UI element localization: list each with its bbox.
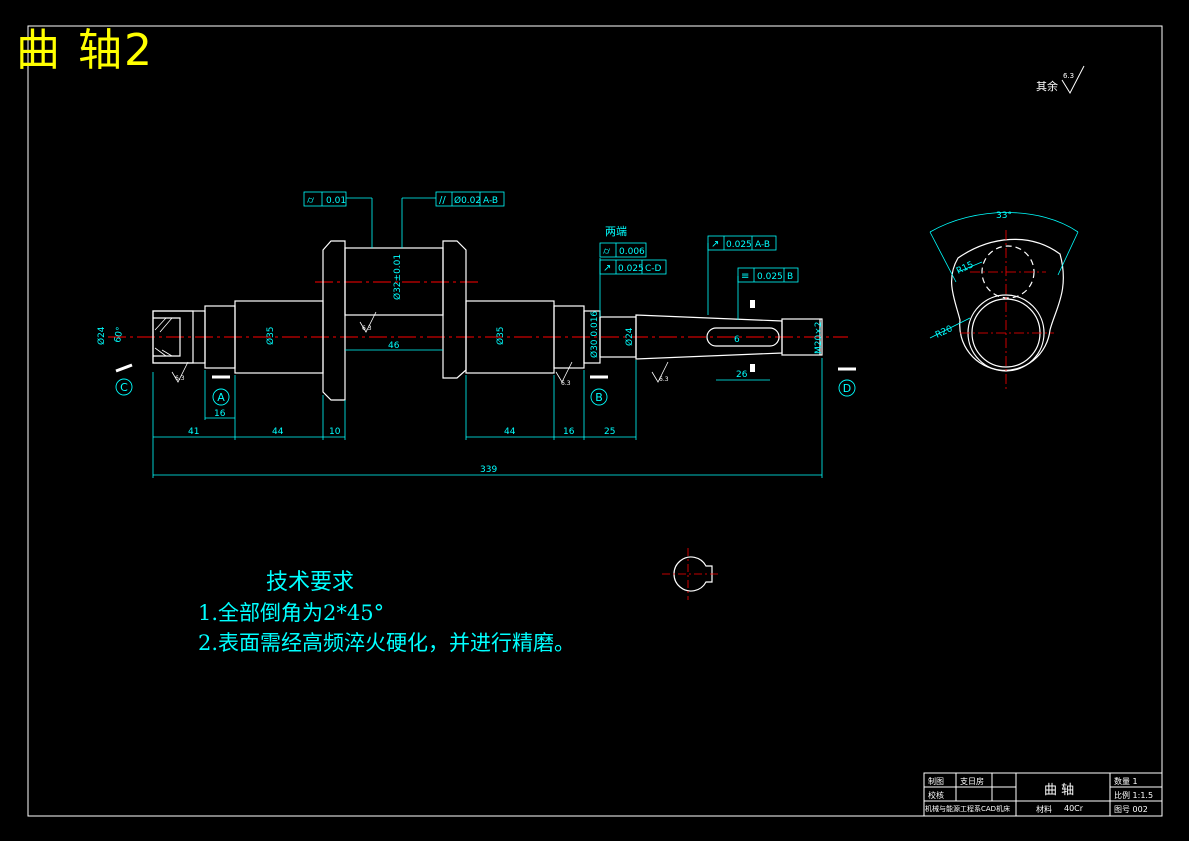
tol-2-value: Ø0.02 (454, 195, 481, 206)
web-view-dims (929, 212, 1079, 339)
crankshaft-profile (152, 240, 823, 401)
both-ends-note: 两端 (605, 225, 627, 238)
dim-crankpin: Ø32±0.01 (392, 254, 403, 300)
web-angle: 33° (996, 211, 1012, 221)
center-hole-hatch (154, 317, 173, 357)
datum-a: A (217, 391, 225, 404)
tb-scale: 比例 1:1.5 (1114, 791, 1154, 800)
title-block: 制图 支日房 校核 曲 轴 数量 1 比例 1:1.5 机械与能源工程系CAD机… (924, 773, 1162, 816)
dim-41: 41 (188, 427, 199, 437)
tol-1-value: 0.01 (326, 196, 346, 206)
dim-16b: 16 (563, 427, 575, 437)
tol-4-datum: C-D (645, 264, 662, 274)
cylindricity-icon: ⌭ (307, 195, 315, 206)
roughness-other-label: 其余 (1036, 79, 1058, 93)
roughness-4: 6.3 (659, 376, 669, 383)
technical-requirements: 技术要求 1.全部倒角为2*45° 2.表面需经高频淬火硬化，并进行精磨。 (198, 568, 575, 658)
tol-5-datum: A-B (755, 240, 770, 250)
tol-6-value: 0.025 (757, 272, 783, 282)
tol-2-datum: A-B (483, 196, 498, 206)
tb-material: 40Cr (1064, 804, 1084, 813)
datum-letters: C A B D (120, 381, 851, 404)
tech-item-1: 1.全部倒角为2*45° (198, 601, 385, 625)
web-r15: R15 (955, 260, 975, 277)
dim-key-depth: 6 (734, 335, 740, 345)
roughness-marks (171, 311, 669, 383)
dim-bearing: Ø30 0.016 (589, 311, 600, 358)
tolerance-values: 0.01 Ø0.02 A-B 0.006 0.025 C-D 0.025 A-B… (326, 195, 793, 282)
tb-check-label: 校核 (928, 791, 944, 800)
datum-c: C (120, 381, 128, 394)
tb-draw-label: 制图 (928, 777, 944, 786)
section-mark (750, 300, 755, 308)
tb-quantity: 数量 1 (1114, 777, 1138, 786)
dim-pin-width: 46 (388, 341, 400, 351)
tb-drafter: 支日房 (960, 777, 984, 786)
roughness-1: 6.3 (362, 325, 372, 332)
web-r20: R20 (934, 324, 955, 341)
tb-drawing-no: 图号 002 (1114, 805, 1148, 814)
tb-material-label: 材料 (1036, 805, 1052, 814)
tol-6-datum: B (787, 272, 793, 282)
dimension-texts: 41 16 44 10 44 16 25 339 46 26 6 Ø24 60°… (96, 254, 824, 475)
keyway-section (662, 548, 720, 600)
dim-journal-b: Ø35 (495, 326, 506, 345)
tb-part-name: 曲 轴 (1044, 783, 1075, 798)
roughness-2: 6.3 (175, 375, 185, 382)
drawing-border (27, 25, 1163, 817)
datum-markers (115, 363, 856, 406)
roughness-other-value: 6.3 (1063, 72, 1074, 80)
dim-angle: 60° (113, 326, 126, 343)
roughness-other-symbol: 其余 6.3 (1036, 65, 1085, 95)
dim-44b: 44 (504, 427, 516, 437)
dim-key-len: 26 (736, 370, 748, 380)
tol-3-value: 0.006 (619, 247, 645, 257)
web-side-view (951, 238, 1064, 372)
dim-25: 25 (604, 427, 615, 437)
drawing-title: 曲 轴2 (16, 25, 154, 76)
dim-taper: Ø24 (624, 327, 635, 346)
datum-b: B (595, 391, 603, 404)
cylindricity-icon: ⌭ (603, 246, 611, 257)
tol-4-value: 0.025 (618, 264, 644, 274)
tech-item-2: 2.表面需经高频淬火硬化，并进行精磨。 (198, 631, 576, 655)
tol-5-value: 0.025 (726, 240, 752, 250)
web-view-dim-texts: 33° R15 R20 (934, 211, 1012, 341)
tb-school: 机械与能源工程系CAD机床 (925, 805, 1011, 813)
section-mark (750, 364, 755, 372)
tech-heading: 技术要求 (266, 570, 355, 595)
runout-icon: ↗ (603, 263, 611, 274)
dim-journal-a: Ø35 (265, 326, 276, 345)
parallelism-icon: // (439, 195, 446, 206)
title-block-lines (923, 772, 1163, 817)
roughness-3: 6.3 (561, 380, 571, 387)
datum-d: D (843, 382, 851, 395)
roughness-values: 6.3 6.3 6.3 6.3 (175, 325, 669, 387)
web-view-centerlines (960, 230, 1054, 392)
tolerance-frames (303, 191, 799, 283)
dim-thread: M20×2 (814, 322, 824, 354)
dim-16a: 16 (214, 409, 226, 419)
tolerance-symbols: ⌭ // ⌭ ↗ ↗ ≡ (307, 195, 749, 282)
dimension-lines (152, 197, 823, 478)
dim-left-dia: Ø24 (96, 326, 107, 345)
dim-339: 339 (480, 465, 497, 475)
symmetry-icon: ≡ (741, 271, 749, 282)
runout-icon: ↗ (711, 239, 719, 250)
dim-10: 10 (329, 427, 341, 437)
dim-44a: 44 (272, 427, 284, 437)
